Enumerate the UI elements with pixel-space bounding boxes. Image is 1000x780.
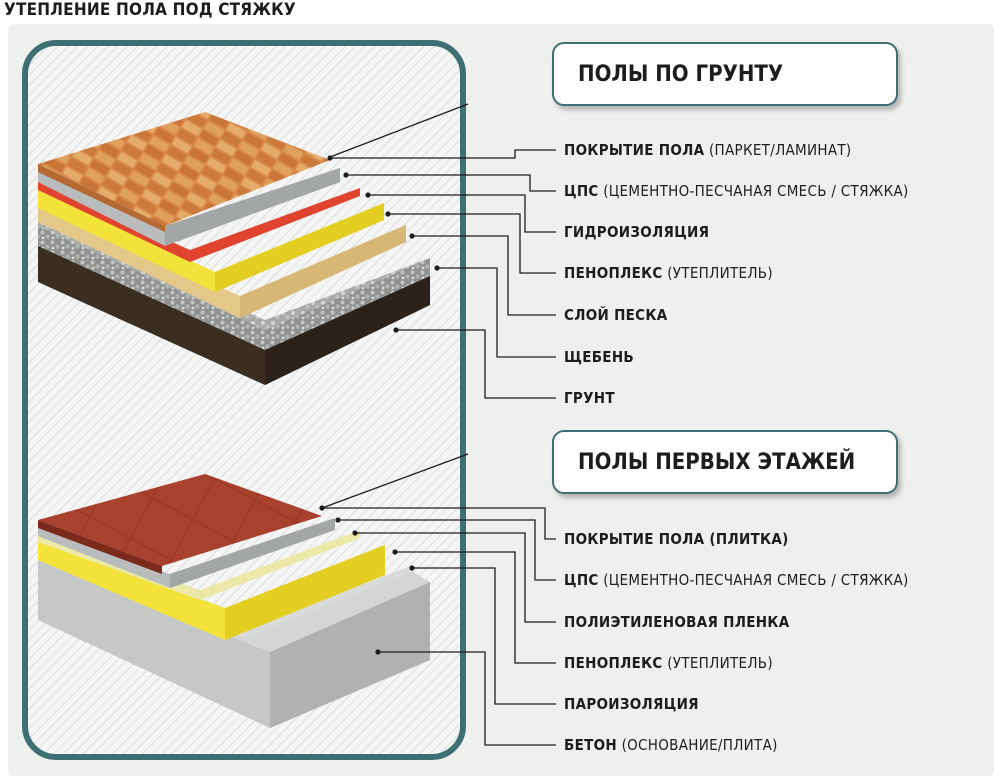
first-floor-block [38,474,430,728]
bottom-leader-lines [321,453,556,746]
layer-label-waterproofing: ГИДРОИЗОЛЯЦИЯ [564,223,710,241]
layer-label-covering: ПОКРЫТИЕ ПОЛА (ПАРКЕТ/ЛАМИНАТ) [564,141,852,159]
layer-label-sand: СЛОЙ ПЕСКА [564,306,668,324]
layer-label-screed-2: ЦПС (ЦЕМЕНТНО-ПЕСЧАНАЯ СМЕСЬ / СТЯЖКА) [564,571,909,589]
layer-label-soil: ГРУНТ [564,389,615,407]
layer-label-tile: ПОКРЫТИЕ ПОЛА (ПЛИТКА) [564,530,789,548]
top-leader-lines [329,103,556,399]
top-leader-dots [327,155,440,333]
section-heading-first-floor: ПОЛЫ ПЕРВЫХ ЭТАЖЕЙ [552,430,898,494]
layer-label-foam: ПЕНОПЛЕКС (УТЕПЛИТЕЛЬ) [564,264,773,282]
layer-label-foam-2: ПЕНОПЛЕКС (УТЕПЛИТЕЛЬ) [564,654,773,672]
layer-label-concrete: БЕТОН (ОСНОВАНИЕ/ПЛИТА) [564,736,778,754]
layer-label-screed: ЦПС (ЦЕМЕНТНО-ПЕСЧАНАЯ СМЕСЬ / СТЯЖКА) [564,182,909,200]
bottom-leader-dots [319,505,415,655]
section-heading-ground: ПОЛЫ ПО ГРУНТУ [552,42,898,106]
layer-label-film: ПОЛИЭТИЛЕНОВАЯ ПЛЕНКА [564,613,790,631]
layer-label-vapor-barrier: ПАРОИЗОЛЯЦИЯ [564,695,699,713]
ground-floor-block [38,112,430,385]
page-title: УТЕПЛЕНИЕ ПОЛА ПОД СТЯЖКУ [4,0,296,20]
layer-label-gravel: ЩЕБЕНЬ [564,348,634,366]
